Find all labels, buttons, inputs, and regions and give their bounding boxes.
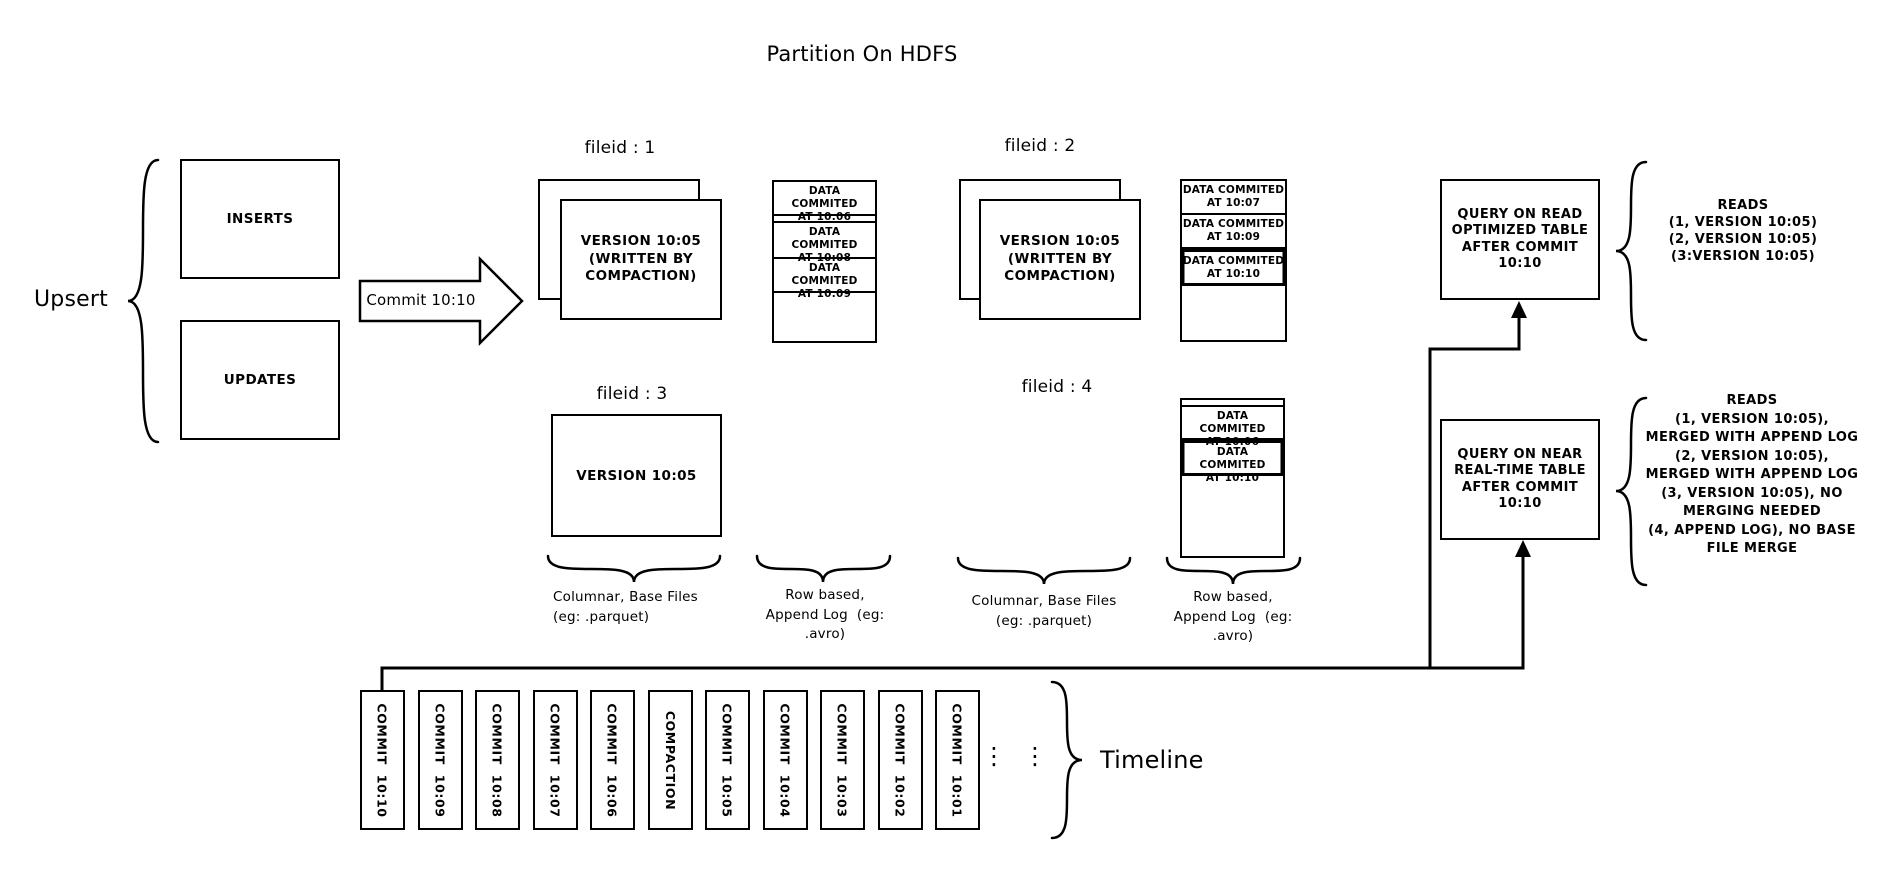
append-log-file-2: DATA COMMITED AT 10:07 DATA COMMITED AT … [1180, 179, 1287, 342]
log-empty-space [1182, 286, 1285, 340]
query-near-realtime-text: QUERY ON NEAR REAL-TIME TABLE AFTER COMM… [1454, 447, 1586, 511]
append-log-label-2: Row based, Append Log (eg: .avro) [1173, 589, 1293, 645]
timeline-item-label: COMMIT 10:08 [490, 702, 505, 818]
reads-near-realtime-text: READS (1, VERSION 10:05), MERGED WITH AP… [1645, 393, 1859, 556]
fileid-2-label: fileid : 2 [1004, 136, 1076, 156]
append-log-label-1: Row based, Append Log (eg: .avro) [765, 587, 885, 643]
arrowhead-read-optimized [1511, 301, 1527, 318]
timeline-item-label: COMMIT 10:09 [433, 702, 448, 818]
append-log-brace-2 [1165, 556, 1302, 585]
columnar-files-label-2: Columnar, Base Files (eg: .parquet) [971, 593, 1117, 629]
timeline-item-label: COMMIT 10:05 [720, 702, 735, 818]
columnar-files-brace-2 [956, 556, 1132, 585]
log-gap [1182, 400, 1283, 407]
fileid-3-base-file-box: VERSION 10:05 [551, 414, 722, 537]
timeline-item-label: COMMIT 10:04 [778, 702, 793, 818]
flow-line-read-optimized [1428, 317, 1521, 668]
updates-box: UPDATES [180, 320, 340, 440]
fileid-1-base-file-box: VERSION 10:05 (WRITTEN BY COMPACTION) [560, 199, 722, 320]
diagram-title: Partition On HDFS [766, 42, 958, 66]
commit-arrow [358, 255, 524, 347]
timeline-ellipsis-1: ⋮ [982, 742, 1006, 770]
log-empty-space [774, 293, 875, 341]
timeline-item-label: COMMIT 10:07 [548, 702, 563, 818]
log-entry: DATA COMMITED AT 10:07 [1182, 181, 1285, 215]
query-near-realtime-box: QUERY ON NEAR REAL-TIME TABLE AFTER COMM… [1440, 419, 1600, 540]
fileid-2-base-file-text: VERSION 10:05 (WRITTEN BY COMPACTION) [999, 233, 1121, 285]
timeline-commit-10-07: COMMIT 10:07 [533, 690, 578, 830]
append-log-file-1: DATA COMMITED AT 10:06 DATA COMMITED AT … [772, 180, 877, 343]
timeline-commit-10-03: COMMIT 10:03 [820, 690, 865, 830]
upsert-brace [127, 158, 160, 444]
inserts-label: INSERTS [226, 211, 294, 227]
arrowhead-near-realtime [1515, 540, 1531, 557]
inserts-box: INSERTS [180, 159, 340, 279]
timeline-item-label: COMMIT 10:06 [605, 702, 620, 818]
reads-brace-read-optimized [1615, 160, 1648, 342]
timeline-item-label: COMMIT 10:02 [893, 702, 908, 818]
timeline-brace [1050, 680, 1083, 840]
timeline-item-label: COMPACTION [663, 710, 678, 810]
log-entry: DATA COMMITED AT 10:06 [774, 182, 875, 223]
log-entry: DATA COMMITED AT 10:08 [774, 223, 875, 264]
fileid-1-base-file-text: VERSION 10:05 (WRITTEN BY COMPACTION) [580, 233, 702, 285]
timeline-commit-10-08: COMMIT 10:08 [475, 690, 520, 830]
fileid-4-label: fileid : 4 [1021, 377, 1093, 397]
log-entry: DATA COMMITED AT 10:09 [774, 259, 875, 300]
timeline-item-label: COMMIT 10:10 [375, 702, 390, 818]
query-read-optimized-text: QUERY ON READ OPTIMIZED TABLE AFTER COMM… [1451, 207, 1589, 271]
append-log-brace-1 [755, 554, 892, 583]
timeline-ellipsis-2: ⋮ [1023, 742, 1047, 770]
upsert-label: Upsert [34, 287, 108, 312]
log-entry-latest: DATA COMMITED AT 10:10 [1182, 249, 1285, 286]
timeline-commit-10-04: COMMIT 10:04 [763, 690, 808, 830]
timeline-commit-10-01: COMMIT 10:01 [935, 690, 980, 830]
timeline-commit-10-09: COMMIT 10:09 [418, 690, 463, 830]
log-entry-latest: DATA COMMITED AT 10:10 [1182, 440, 1283, 484]
log-entry: DATA COMMITED AT 10:09 [1182, 215, 1285, 249]
fileid-2-base-file-box: VERSION 10:05 (WRITTEN BY COMPACTION) [979, 199, 1141, 320]
timeline-commit-10-06: COMMIT 10:06 [590, 690, 635, 830]
timeline-compaction: COMPACTION [648, 690, 693, 830]
timeline-item-label: COMMIT 10:03 [835, 702, 850, 818]
log-empty-space [1182, 476, 1283, 556]
fileid-3-base-file-text: VERSION 10:05 [576, 467, 697, 484]
query-read-optimized-box: QUERY ON READ OPTIMIZED TABLE AFTER COMM… [1440, 179, 1600, 300]
fileid-1-label: fileid : 1 [584, 138, 656, 158]
log-gap [774, 216, 875, 223]
updates-label: UPDATES [223, 372, 297, 388]
flow-line-near-realtime [380, 556, 1525, 691]
reads-read-optimized-text: READS (1, VERSION 10:05) (2, VERSION 10:… [1668, 198, 1818, 264]
timeline-commit-10-05: COMMIT 10:05 [705, 690, 750, 830]
log-entry: DATA COMMITED AT 10:06 [1182, 407, 1283, 448]
append-log-file-4: DATA COMMITED AT 10:06 DATA COMMITED AT … [1180, 398, 1285, 558]
fileid-3-label: fileid : 3 [596, 384, 668, 404]
commit-arrow-label: Commit 10:10 [366, 291, 476, 309]
timeline-commit-10-02: COMMIT 10:02 [878, 690, 923, 830]
columnar-files-label-1: Columnar, Base Files (eg: .parquet) [553, 589, 698, 625]
timeline-commit-10-10: COMMIT 10:10 [360, 690, 405, 830]
columnar-files-brace-1 [546, 554, 722, 583]
timeline-label: Timeline [1100, 746, 1204, 774]
timeline-item-label: COMMIT 10:01 [950, 702, 965, 818]
reads-brace-near-realtime [1615, 396, 1648, 587]
